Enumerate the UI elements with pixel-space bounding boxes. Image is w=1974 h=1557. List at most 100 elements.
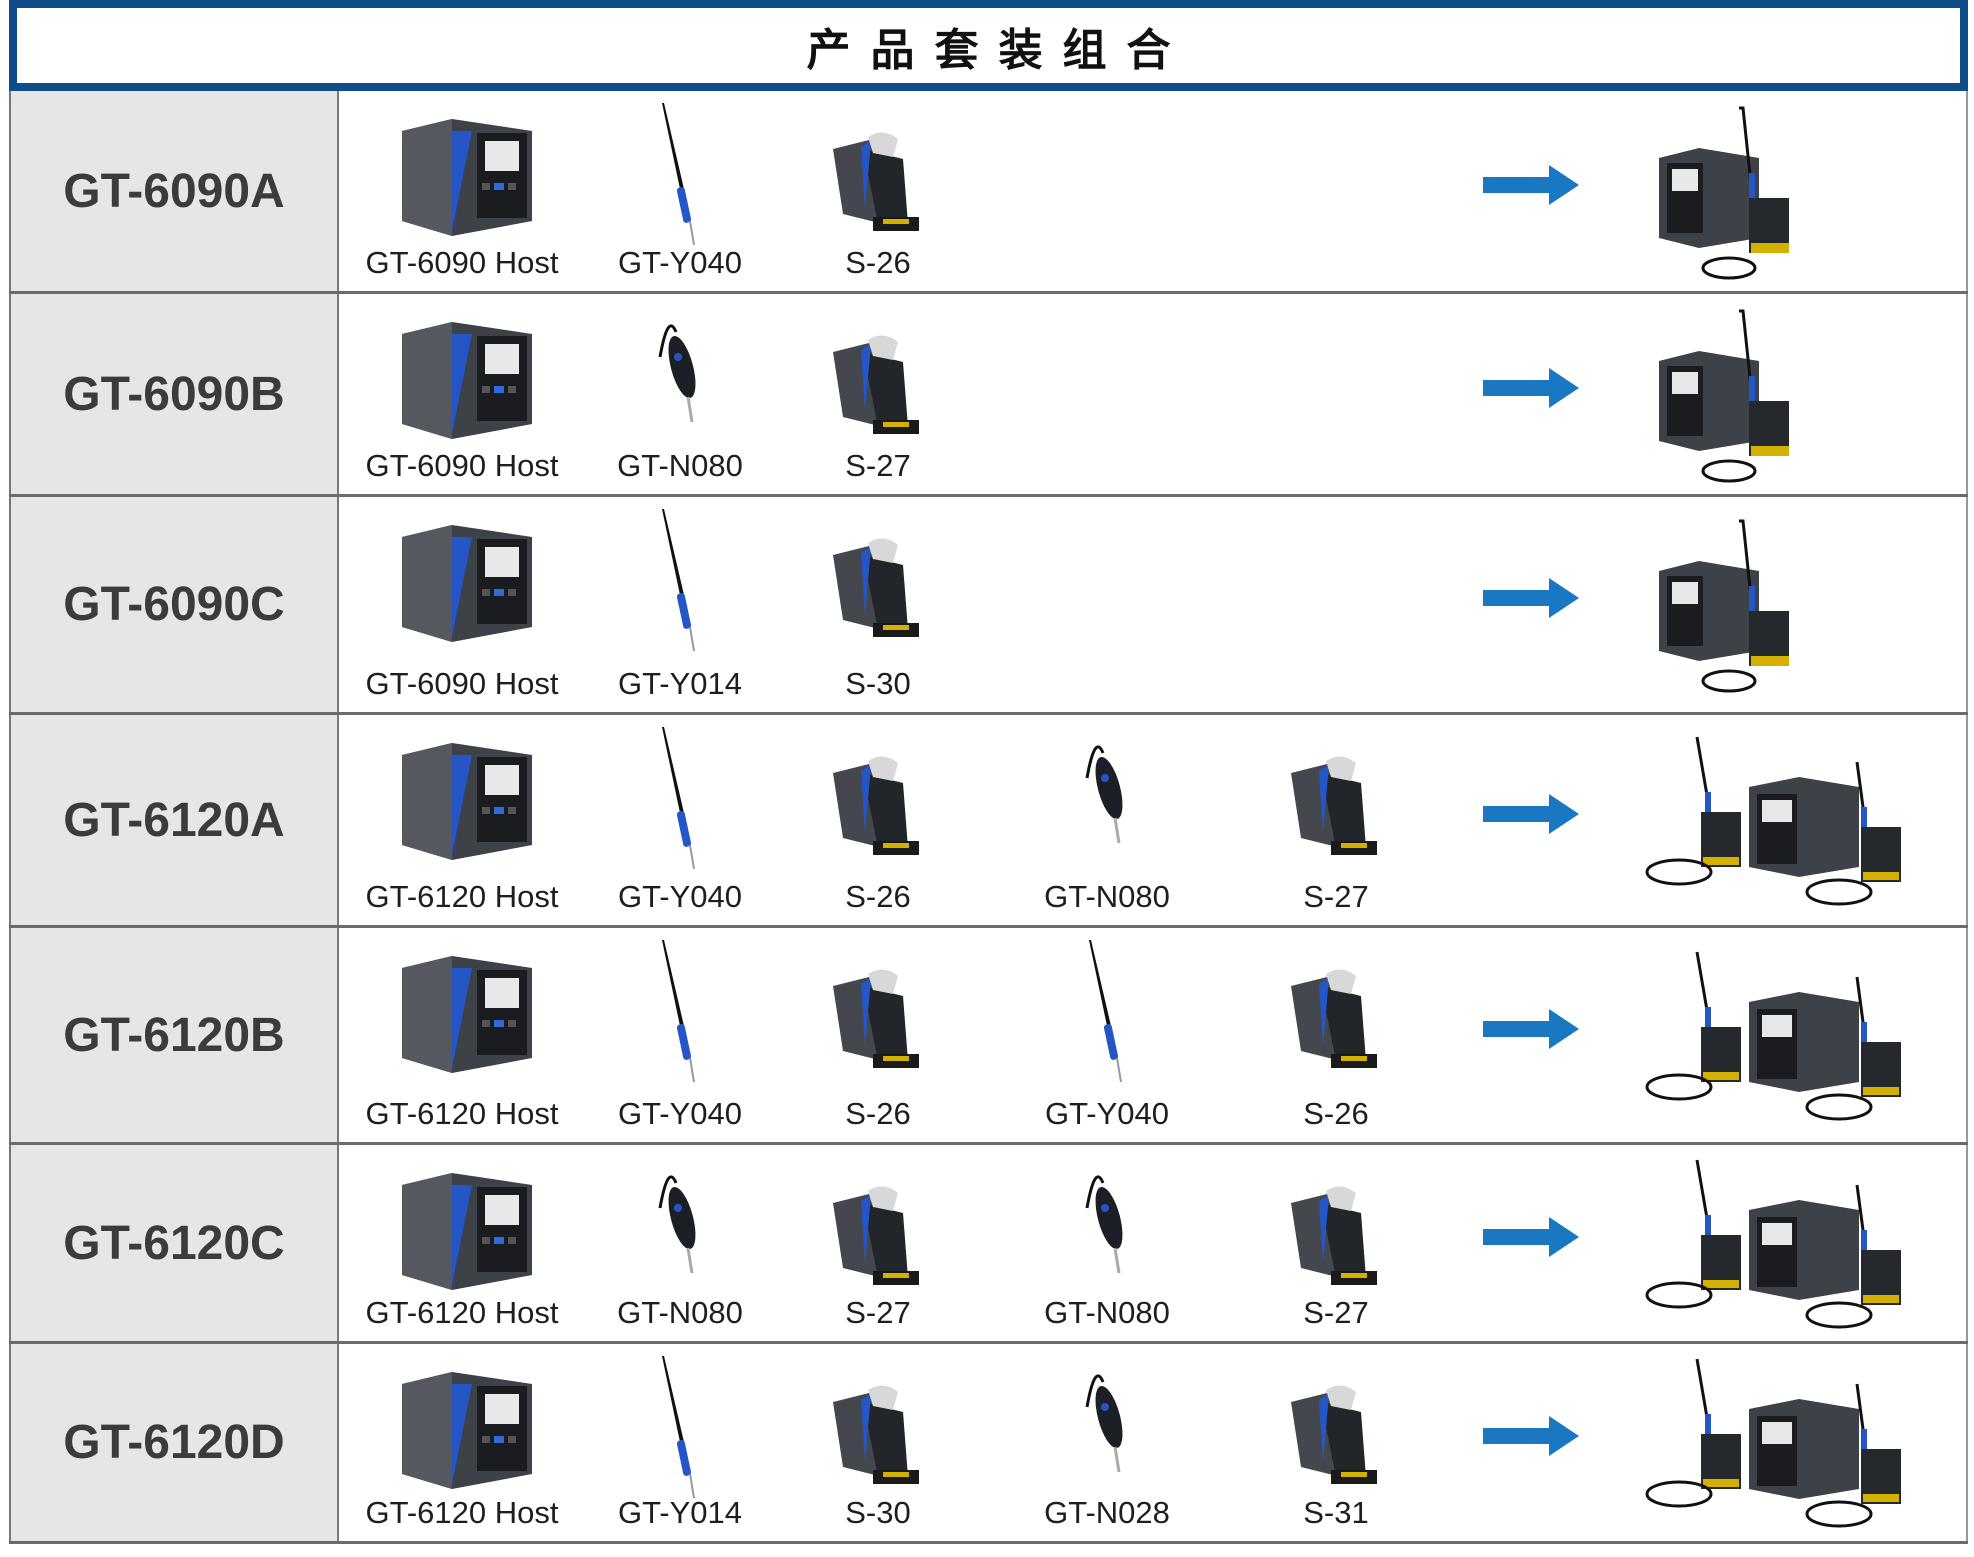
component-label: GT-Y040: [617, 245, 743, 280]
component-item: GT-Y040: [1007, 928, 1207, 1142]
component-item: GT-Y040: [580, 928, 780, 1142]
component-label: GT-N080: [617, 448, 743, 483]
model-name: GT-6090B: [9, 294, 339, 494]
component-label: S-26: [845, 879, 911, 914]
combo-row: GT-6090B GT-6090 Host GT-N080 S-27: [9, 294, 1968, 497]
arrow-right-icon: [1483, 1008, 1579, 1049]
iron-pen-icon: [580, 99, 780, 249]
component-label: GT-N080: [1044, 1295, 1170, 1330]
component-label: GT-N028: [1044, 1495, 1170, 1530]
header-banner: 产品套装组合: [9, 0, 1968, 91]
dual-station-icon: [1639, 947, 1959, 1132]
component-item: GT-6090 Host: [362, 497, 562, 712]
component-item: GT-N080: [1007, 715, 1207, 925]
model-name: GT-6120C: [9, 1145, 339, 1341]
component-label: GT-6120 Host: [365, 1295, 559, 1330]
combo-row: GT-6090A GT-6090 Host GT-Y040 S-26: [9, 91, 1968, 294]
component-item: S-30: [778, 1344, 978, 1541]
component-item: GT-N080: [580, 1145, 780, 1341]
model-name: GT-6120D: [9, 1344, 339, 1541]
iron-grip-icon: [1007, 1153, 1207, 1303]
component-label: GT-6120 Host: [365, 879, 559, 914]
component-label: GT-6120 Host: [365, 1096, 559, 1131]
stand-icon: [1236, 753, 1436, 903]
component-label: S-26: [845, 245, 911, 280]
component-label: GT-6120 Host: [365, 1495, 559, 1530]
model-name: GT-6090C: [9, 497, 339, 712]
component-label: GT-Y040: [617, 879, 743, 914]
component-label: S-26: [845, 1096, 911, 1131]
component-label: S-27: [845, 1295, 911, 1330]
host-icon: [362, 1364, 562, 1514]
host-icon: [362, 735, 562, 885]
component-item: S-26: [1236, 928, 1436, 1142]
combo-row: GT-6120D GT-6120 Host GT-Y014 S-30 GT-N0…: [9, 1344, 1968, 1544]
dual-station-icon: [1639, 1354, 1959, 1539]
arrow-right-icon: [1483, 367, 1579, 408]
row-border: [1966, 928, 1968, 1142]
component-item: S-30: [778, 497, 978, 712]
stand-icon: [778, 1183, 978, 1333]
row-border: [1966, 715, 1968, 925]
stand-icon: [778, 1382, 978, 1532]
single-station-icon: [1639, 516, 1959, 701]
host-icon: [362, 111, 562, 261]
stand-icon: [1236, 1382, 1436, 1532]
iron-pen-icon: [580, 936, 780, 1086]
component-item: S-27: [1236, 1145, 1436, 1341]
component-item: GT-N080: [580, 294, 780, 494]
component-item: GT-Y040: [580, 91, 780, 291]
model-name: GT-6120B: [9, 928, 339, 1142]
stand-icon: [778, 535, 978, 685]
component-label: GT-6090 Host: [365, 666, 559, 701]
row-border: [1966, 91, 1968, 291]
component-item: GT-6120 Host: [362, 1145, 562, 1341]
model-name: GT-6090A: [9, 91, 339, 291]
iron-pen-icon: [580, 505, 780, 655]
component-label: GT-Y014: [617, 666, 743, 701]
component-label: S-27: [845, 448, 911, 483]
component-item: GT-Y014: [580, 1344, 780, 1541]
stand-icon: [778, 753, 978, 903]
arrow-right-icon: [1483, 1416, 1579, 1456]
component-item: S-26: [778, 928, 978, 1142]
component-item: GT-Y014: [580, 497, 780, 712]
page-title: 产品套装组合: [806, 24, 1191, 76]
arrow-right-icon: [1483, 793, 1579, 834]
component-label: GT-N080: [617, 1295, 743, 1330]
host-icon: [362, 314, 562, 464]
component-label: GT-6090 Host: [365, 245, 559, 280]
iron-pen-icon: [580, 1352, 780, 1502]
component-item: S-27: [778, 1145, 978, 1341]
component-label: S-26: [1303, 1096, 1369, 1131]
title-box: 产品套装组合: [17, 8, 1960, 83]
component-label: GT-Y014: [617, 1495, 743, 1530]
component-label: S-27: [1303, 879, 1369, 914]
combo-row: GT-6120C GT-6120 Host GT-N080 S-27 GT-N0…: [9, 1145, 1968, 1344]
host-icon: [362, 948, 562, 1098]
component-item: S-27: [778, 294, 978, 494]
stand-icon: [1236, 966, 1436, 1116]
row-border: [1966, 294, 1968, 494]
component-label: GT-Y040: [1044, 1096, 1170, 1131]
single-station-icon: [1639, 306, 1959, 491]
combo-row: GT-6120B GT-6120 Host GT-Y040 S-26 GT-Y0…: [9, 928, 1968, 1145]
component-label: GT-Y040: [617, 1096, 743, 1131]
component-label: S-30: [845, 666, 911, 701]
component-item: S-26: [778, 91, 978, 291]
iron-grip-icon: [580, 1153, 780, 1303]
component-item: GT-6090 Host: [362, 91, 562, 291]
row-border: [1966, 1145, 1968, 1341]
dual-station-icon: [1639, 732, 1959, 917]
model-name: GT-6120A: [9, 715, 339, 925]
component-item: GT-6120 Host: [362, 1344, 562, 1541]
component-label: GT-N080: [1044, 879, 1170, 914]
component-item: GT-6120 Host: [362, 928, 562, 1142]
component-label: S-30: [845, 1495, 911, 1530]
component-label: GT-6090 Host: [365, 448, 559, 483]
combo-row: GT-6120A GT-6120 Host GT-Y040 S-26 GT-N0…: [9, 715, 1968, 928]
component-item: GT-N080: [1007, 1145, 1207, 1341]
dual-station-icon: [1639, 1155, 1959, 1340]
component-item: S-27: [1236, 715, 1436, 925]
component-item: GT-6120 Host: [362, 715, 562, 925]
